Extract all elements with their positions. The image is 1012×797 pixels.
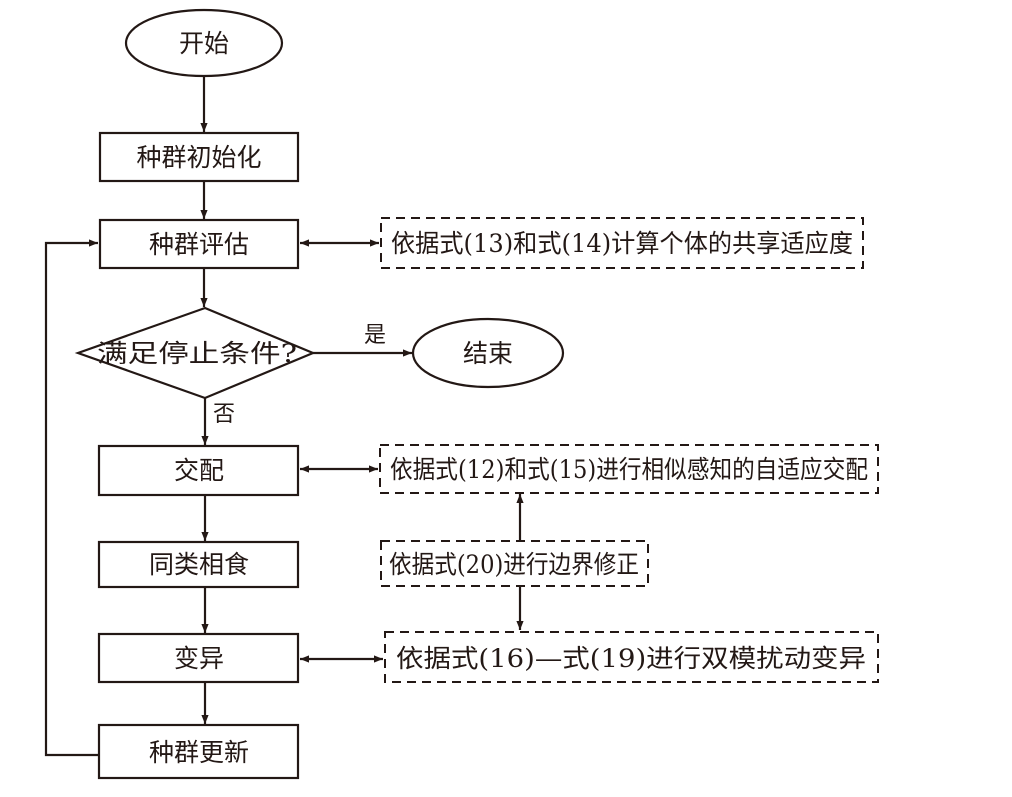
evaluate-label: 种群评估 [149, 230, 249, 259]
init-node: 种群初始化 [98, 131, 300, 183]
cannibalism-node: 同类相食 [97, 540, 300, 589]
arrow-loop-update-to-evaluate [44, 239, 99, 757]
mutation-node: 变异 [97, 632, 300, 684]
mutation-note: 依据式(16)—式(19)进行双模扰动变异 [384, 631, 879, 683]
update-node: 种群更新 [97, 723, 300, 780]
cannibalism-label: 同类相食 [149, 550, 249, 579]
evaluate-node: 种群评估 [98, 218, 300, 270]
end-node: 结束 [411, 317, 565, 389]
start-node: 开始 [124, 8, 284, 78]
mutation-note-text: 依据式(16)—式(19)进行双模扰动变异 [396, 644, 866, 673]
mating-label: 交配 [174, 456, 224, 485]
no-label: 否 [213, 402, 235, 427]
decision-node: 满足停止条件? [74, 306, 316, 400]
init-label: 种群初始化 [136, 143, 261, 172]
start-label: 开始 [179, 29, 229, 58]
mating-note: 依据式(12)和式(15)进行相似感知的自适应交配 [379, 444, 879, 494]
boundary-note-text: 依据式(20)进行边界修正 [389, 550, 639, 579]
evaluate-note: 依据式(13)和式(14)计算个体的共享适应度 [380, 217, 864, 269]
evaluate-note-text: 依据式(13)和式(14)计算个体的共享适应度 [391, 229, 853, 258]
mutation-label: 变异 [174, 644, 224, 673]
yes-label: 是 [364, 323, 386, 348]
boundary-note: 依据式(20)进行边界修正 [380, 540, 649, 587]
mating-note-text: 依据式(12)和式(15)进行相似感知的自适应交配 [390, 455, 868, 484]
decision-label: 满足停止条件? [97, 339, 297, 368]
update-label: 种群更新 [149, 738, 249, 767]
mating-node: 交配 [97, 444, 300, 497]
end-label: 结束 [463, 339, 513, 368]
